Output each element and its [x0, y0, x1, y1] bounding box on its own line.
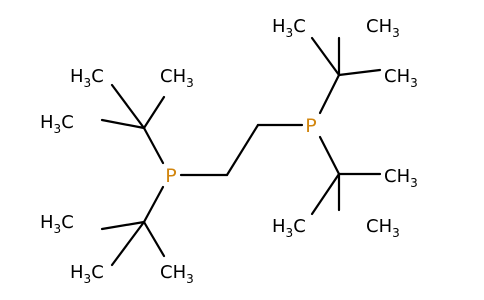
bond-lu-me-upleft: [110, 83, 146, 130]
bond-right-p-lower-c: [318, 135, 341, 176]
methyl-label: H3C: [272, 216, 306, 240]
phosphorus-right: P: [305, 115, 316, 137]
methyl-label: H3C: [40, 212, 74, 236]
bond-ru-me-right: [337, 68, 382, 77]
methyl-label: CH3: [366, 16, 400, 40]
bond-right-p-upper-c: [318, 73, 341, 115]
methyl-label: H3C: [70, 66, 104, 90]
bond-ll-me-downleft: [110, 220, 146, 267]
methyl-label: CH3: [160, 66, 194, 90]
bond-ethylene: [225, 123, 260, 177]
methyl-label: CH3: [160, 262, 194, 286]
methyl-label: H3C: [70, 262, 104, 286]
bond-lu-me-left: [100, 118, 146, 130]
methyl-label: H3C: [40, 112, 74, 136]
bond-ru-me-upleft: [310, 36, 341, 77]
phosphorus-left: P: [165, 165, 176, 187]
methyl-label: H3C: [272, 16, 306, 40]
bond-ll-me-bottom: [142, 220, 166, 258]
methyl-label: CH3: [384, 66, 418, 90]
bond-left-p-lower-c: [142, 185, 165, 224]
methyl-label: CH3: [366, 216, 400, 240]
bond-ll-me-left: [100, 220, 146, 231]
bond-rl-me-downleft: [310, 172, 341, 216]
bond-lu-me-top: [142, 95, 166, 130]
methyl-label: CH3: [384, 166, 418, 190]
bond-left-p-upper-c: [142, 126, 165, 165]
